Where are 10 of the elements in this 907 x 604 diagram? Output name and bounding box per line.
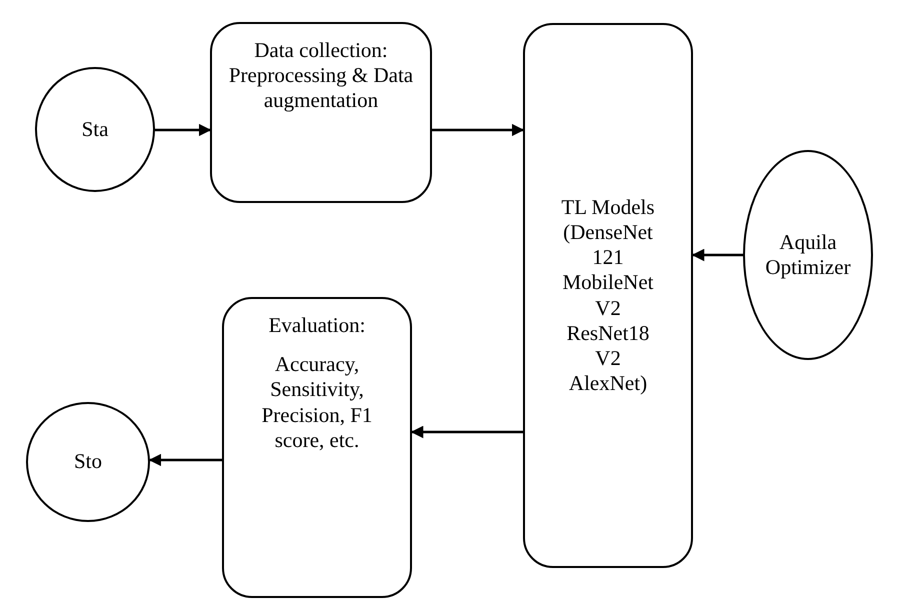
node-text: TL Models (DenseNet 121 MobileNet V2 ResNet18 V2 AlexNet) <box>560 194 656 396</box>
node-text: Data collection: Preprocessing & Data augmentation <box>228 38 414 114</box>
process-box <box>523 23 693 568</box>
node-text: Sta <box>82 116 108 142</box>
node-text: Sto <box>74 449 102 475</box>
node-text: Evaluation: <box>268 313 366 338</box>
process-box <box>222 297 412 598</box>
node-text: Aquila Optimizer <box>764 230 852 280</box>
node-body-text: Accuracy, Sensitivity, Precision, F1 score, etc. <box>261 352 373 453</box>
process-box <box>210 22 432 203</box>
